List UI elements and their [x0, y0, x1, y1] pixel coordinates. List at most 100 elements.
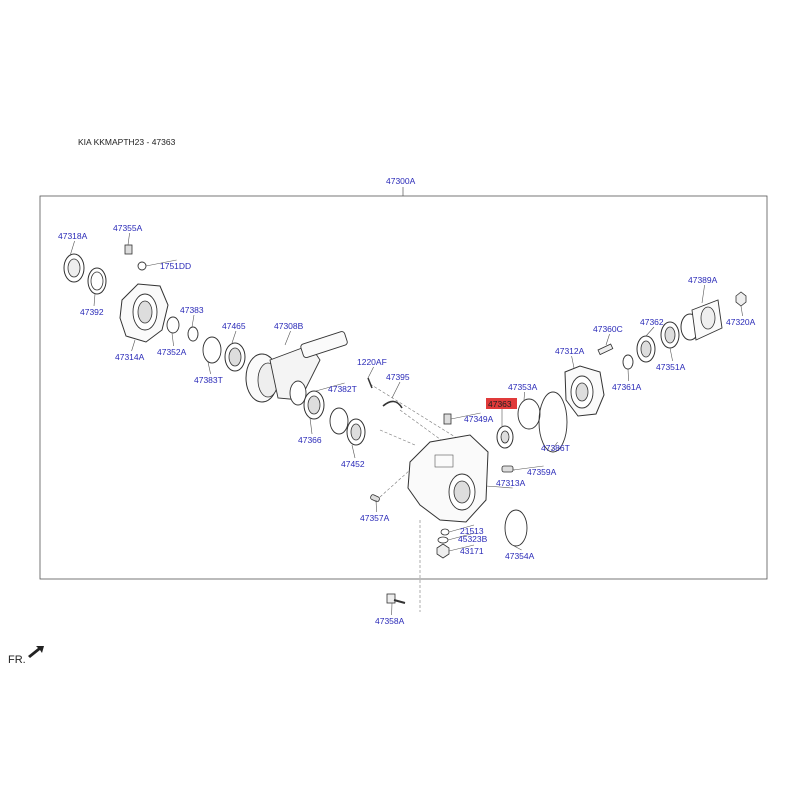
leader-47362 — [645, 326, 655, 337]
part-label-47351A[interactable]: 47351A — [656, 362, 686, 372]
seal-47452 — [346, 418, 366, 446]
bearing-47382T — [303, 390, 325, 420]
bolt-1220AF — [367, 377, 373, 389]
part-labels: 47318A 47355A 1751DD 47392 47314A 47352A 47383… — [58, 223, 756, 626]
part-label-47312A[interactable]: 47312A — [555, 346, 585, 356]
leader-47357A — [375, 499, 377, 513]
leader-47353A — [523, 391, 525, 401]
bolt-47358A — [386, 593, 406, 604]
leader-47349A — [450, 412, 481, 420]
part-label-47354A[interactable]: 47354A — [505, 551, 535, 561]
oring-47354A — [504, 509, 528, 547]
nut-1751DD — [137, 261, 147, 271]
leader-47355A — [127, 232, 130, 246]
leader-47386T — [551, 441, 558, 451]
page-title: KIA KKMAPTH23 - 47363 — [78, 137, 176, 147]
part-label-47465[interactable]: 47465 — [222, 321, 246, 331]
case-47312A — [564, 365, 605, 417]
leader-47351A — [669, 347, 673, 362]
ring-47392 — [87, 267, 107, 295]
seal-47318A — [63, 253, 85, 283]
bearing-47465 — [224, 342, 246, 372]
leader-47313A — [485, 485, 513, 489]
part-label-47383[interactable]: 47383 — [180, 305, 204, 315]
pin-47357A — [370, 494, 380, 503]
part-label-47452[interactable]: 47452 — [341, 459, 365, 469]
part-label-1751DD[interactable]: 1751DD — [160, 261, 191, 271]
part-label-47349A[interactable]: 47349A — [464, 414, 494, 424]
part-label-47366[interactable]: 47366 — [298, 435, 322, 445]
leader-43171 — [448, 544, 475, 552]
leader-lines — [69, 232, 743, 616]
case-47313A — [407, 434, 489, 523]
part-label-45323B[interactable]: 45323B — [458, 534, 488, 544]
ring-47366 — [329, 407, 349, 435]
part-label-47355A[interactable]: 47355A — [113, 223, 143, 233]
part-label-47363[interactable]: 47363 — [488, 399, 512, 409]
assembly-label: 47300A — [386, 176, 416, 186]
part-label-1220AF[interactable]: 1220AF — [357, 357, 387, 367]
part-label-47308B[interactable]: 47308B — [274, 321, 304, 331]
leader-47318A — [69, 240, 75, 257]
part-label-47314A[interactable]: 47314A — [115, 352, 145, 362]
part-label-47392[interactable]: 47392 — [80, 307, 104, 317]
leader-47465 — [231, 330, 237, 344]
part-label-47357A[interactable]: 47357A — [360, 513, 390, 523]
leader-47392 — [93, 293, 96, 307]
bolt-47360C — [597, 343, 614, 356]
part-label-43171[interactable]: 43171 — [460, 546, 484, 556]
gear-set-47308B — [245, 331, 348, 406]
leader-47360C — [605, 333, 610, 346]
leader-21513 — [448, 524, 475, 533]
part-label-47360C[interactable]: 47360C — [593, 324, 623, 334]
seal-47361A — [622, 354, 634, 370]
part-label-47358A[interactable]: 47358A — [375, 616, 405, 626]
leader-1220AF — [367, 366, 374, 379]
part-label-47320A[interactable]: 47320A — [726, 317, 756, 327]
leader-47314A — [131, 339, 136, 352]
front-arrow-icon — [28, 646, 44, 658]
leader-47389A — [701, 284, 705, 304]
oring-47386T — [538, 391, 568, 453]
ring-47383 — [187, 326, 199, 342]
part-label-47395[interactable]: 47395 — [386, 372, 410, 382]
part-label-47313A[interactable]: 47313A — [496, 478, 526, 488]
plug-21513 — [440, 528, 450, 536]
plug-47349A — [443, 413, 452, 425]
part-label-47386T[interactable]: 47386T — [541, 443, 570, 453]
leader-47366 — [309, 417, 313, 435]
flange-47389A — [680, 299, 723, 341]
part-label-47361A[interactable]: 47361A — [612, 382, 642, 392]
leader-47354A — [513, 545, 522, 551]
clip-47395 — [382, 400, 403, 409]
leader-1751DD — [145, 259, 177, 267]
leader-47383 — [191, 314, 195, 328]
part-label-47383T[interactable]: 47383T — [194, 375, 223, 385]
leader-47320A — [740, 305, 743, 317]
leader-47352A — [171, 332, 174, 347]
ring-47353A — [517, 398, 541, 430]
leader-47359A — [512, 465, 544, 471]
bolt-47355A — [124, 244, 133, 255]
part-label-47382T[interactable]: 47382T — [328, 384, 357, 394]
part-label-21513[interactable]: 21513 — [460, 526, 484, 536]
assembly-frame — [39, 195, 768, 580]
part-label-47389A[interactable]: 47389A — [688, 275, 718, 285]
leader-47312A — [571, 355, 575, 369]
washer-45323B — [437, 536, 449, 544]
part-label-47362[interactable]: 47362 — [640, 317, 664, 327]
leader-47308B — [284, 330, 291, 346]
part-label-47359A[interactable]: 47359A — [527, 467, 557, 477]
ring-47352A — [166, 316, 180, 334]
orientation-label: FR. — [8, 654, 26, 666]
part-label-47352A[interactable]: 47352A — [157, 347, 187, 357]
bearing-47362 — [636, 335, 656, 363]
leader-47452 — [351, 444, 356, 459]
part-label-47353A[interactable]: 47353A — [508, 382, 538, 392]
pin-47359A — [501, 465, 514, 473]
leader-47361A — [627, 368, 629, 382]
leader-47383T — [207, 361, 211, 375]
part-label-47318A[interactable]: 47318A — [58, 231, 88, 241]
